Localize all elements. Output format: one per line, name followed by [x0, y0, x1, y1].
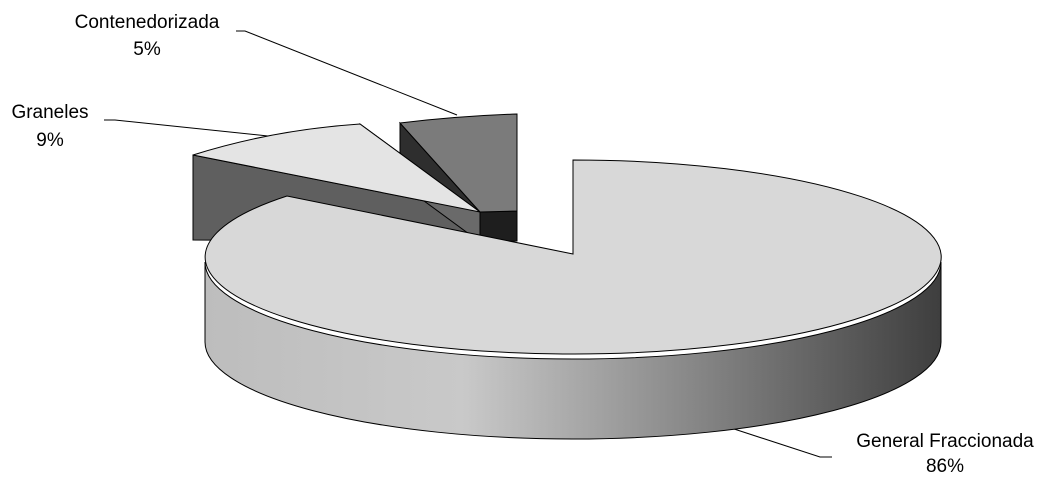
leader-line-general — [727, 426, 832, 458]
label-general-fraccionada-name: General Fraccionada — [856, 431, 1034, 452]
label-contenedorizada-name: Contenedorizada — [75, 12, 220, 33]
label-graneles-name: Graneles — [11, 102, 88, 123]
label-graneles: Graneles 9% — [11, 102, 88, 151]
label-contenedorizada: Contenedorizada 5% — [75, 12, 220, 60]
slice-general-fraccionada — [204, 159, 942, 440]
label-graneles-value: 9% — [36, 130, 64, 151]
label-contenedorizada-value: 5% — [133, 39, 161, 60]
slice-graneles-top — [192, 123, 481, 213]
label-general-fraccionada-value: 86% — [926, 456, 964, 476]
label-general-fraccionada: General Fraccionada 86% — [856, 431, 1034, 477]
leader-line-contenedorizada — [236, 30, 458, 116]
slice-contenedorizada-top — [398, 113, 518, 213]
leader-line-graneles — [104, 119, 269, 137]
slice-general-fraccionada-side — [204, 261, 942, 440]
slice-general-fraccionada-top — [204, 159, 942, 355]
